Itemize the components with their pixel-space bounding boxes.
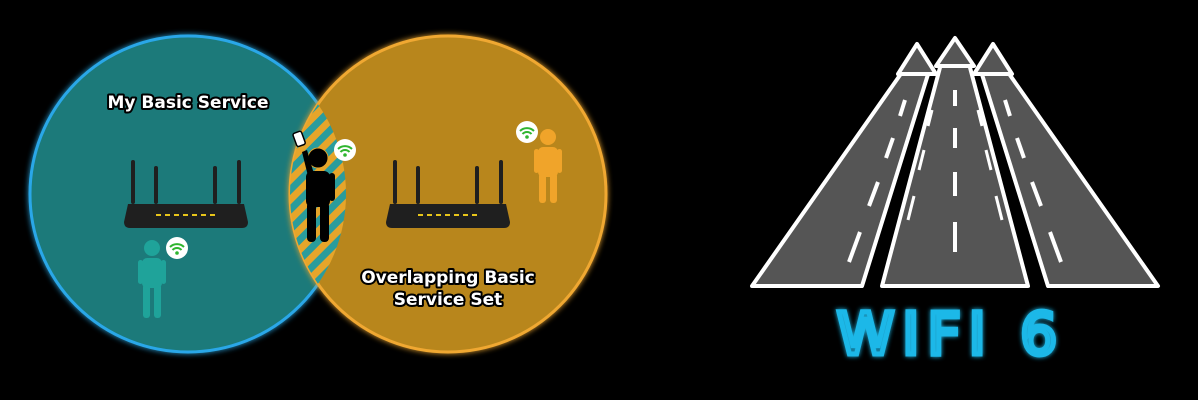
highway-arrows-icon — [750, 36, 1160, 288]
person-icon — [302, 147, 335, 242]
obss-label-line1: Overlapping Basic — [361, 268, 535, 288]
obss-label-line2: Service Set — [394, 290, 503, 310]
wifi-signal-icon — [334, 139, 356, 161]
person-icon — [534, 129, 562, 203]
router-icon — [386, 160, 510, 228]
person-icon — [138, 240, 166, 318]
wifi-signal-icon — [166, 237, 188, 259]
wifi-signal-icon — [516, 121, 538, 143]
router-icon — [124, 160, 248, 228]
my-basic-service-label: My Basic Service — [108, 93, 269, 113]
wifi6-logo-text: WIFI 6 — [837, 300, 1065, 368]
smartphone-icon — [292, 130, 306, 148]
